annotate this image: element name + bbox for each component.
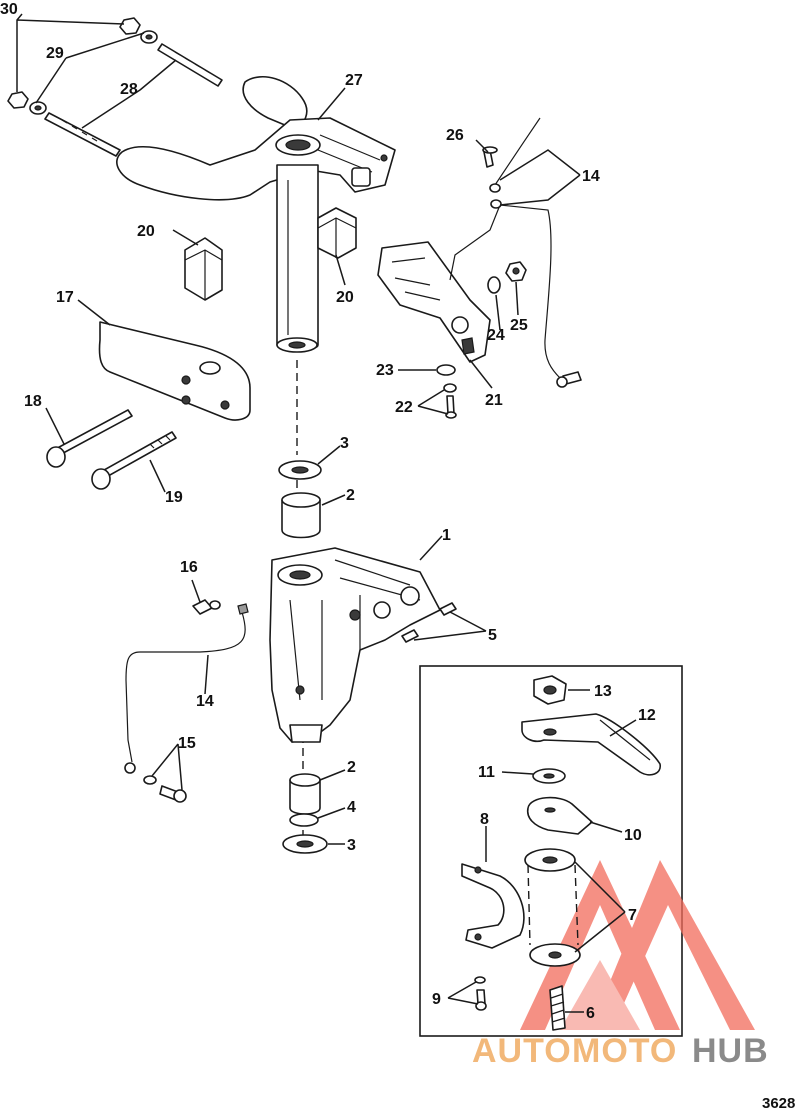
callout-20-left: 20 (137, 223, 155, 240)
part-18-bolt (46, 409, 133, 468)
part-20-blocks (184, 207, 357, 301)
callout-9: 9 (432, 991, 441, 1008)
watermark-hub: HUB (692, 1032, 769, 1070)
part-13-nut (533, 675, 567, 705)
callout-4: 4 (347, 799, 356, 816)
callout-14-upper: 14 (582, 168, 600, 185)
part-8-arc-bracket (461, 863, 525, 949)
callout-25: 25 (510, 317, 528, 334)
callout-16: 16 (180, 559, 198, 576)
callout-18: 18 (24, 393, 42, 410)
part-25-nut (505, 261, 527, 282)
callout-22: 22 (395, 399, 413, 416)
callout-13: 13 (594, 683, 612, 700)
part-28-bolts (44, 43, 223, 157)
part-2-bushing-bottom (289, 773, 321, 815)
watermark-auto: AUTO (472, 1032, 572, 1070)
callout-21: 21 (485, 392, 503, 409)
callout-7: 7 (628, 907, 637, 924)
steering-shaft (276, 164, 319, 353)
part-4-ring (289, 813, 319, 827)
callout-11: 11 (478, 764, 495, 781)
callout-29: 29 (46, 45, 64, 62)
callout-14-lower: 14 (196, 693, 214, 710)
callout-30: 30 (0, 1, 18, 18)
part-3-washer-bottom (282, 834, 328, 854)
callout-3-top: 3 (340, 435, 349, 452)
part-14-ground-cable-lower (124, 603, 249, 774)
leader-lines (16, 13, 637, 1013)
callout-17: 17 (56, 289, 74, 306)
callout-26: 26 (446, 127, 464, 144)
part-27-steering-arm (116, 76, 396, 201)
part-21-bracket (377, 241, 491, 363)
part-24-washer (487, 276, 501, 294)
callout-6: 6 (586, 1005, 595, 1022)
callout-1: 1 (442, 527, 451, 544)
part-15-screw-washer (143, 775, 187, 803)
callout-2-bottom: 2 (347, 759, 356, 776)
watermark-moto: MOTO (572, 1032, 677, 1070)
part-9-screw-washer (474, 976, 487, 1011)
part-11-washer (532, 768, 566, 784)
callout-8: 8 (480, 811, 489, 828)
part-14-ground-cable-upper (449, 117, 582, 388)
part-23-washer (436, 364, 456, 376)
part-19-bolt (91, 431, 177, 490)
callout-28: 28 (120, 81, 138, 98)
callout-15: 15 (178, 735, 196, 752)
callout-24: 24 (487, 327, 505, 344)
callout-10: 10 (624, 827, 642, 844)
callout-3-bottom: 3 (347, 837, 356, 854)
callout-19: 19 (165, 489, 183, 506)
part-3-washer-top (278, 460, 322, 480)
inset-frame (419, 665, 683, 1037)
part-5-screws (401, 602, 457, 643)
part-16-screw (192, 599, 221, 615)
part-7-washers (524, 848, 581, 967)
part-2-bushing-top (281, 492, 321, 539)
part-29-30-nuts-washers (7, 17, 158, 115)
callout-12: 12 (638, 707, 656, 724)
callout-23: 23 (376, 362, 394, 379)
figure-number: 3628 (762, 1095, 795, 1111)
part-22-screw-washer (443, 383, 457, 419)
part-6-stud (549, 985, 566, 1031)
callout-5: 5 (488, 627, 497, 644)
callout-20-right: 20 (336, 289, 354, 306)
part-17-bracket (98, 321, 251, 421)
callout-2-top: 2 (346, 487, 355, 504)
part-10-plate (526, 796, 593, 835)
callout-27: 27 (345, 72, 363, 89)
part-1-swivel-bracket (269, 547, 441, 743)
